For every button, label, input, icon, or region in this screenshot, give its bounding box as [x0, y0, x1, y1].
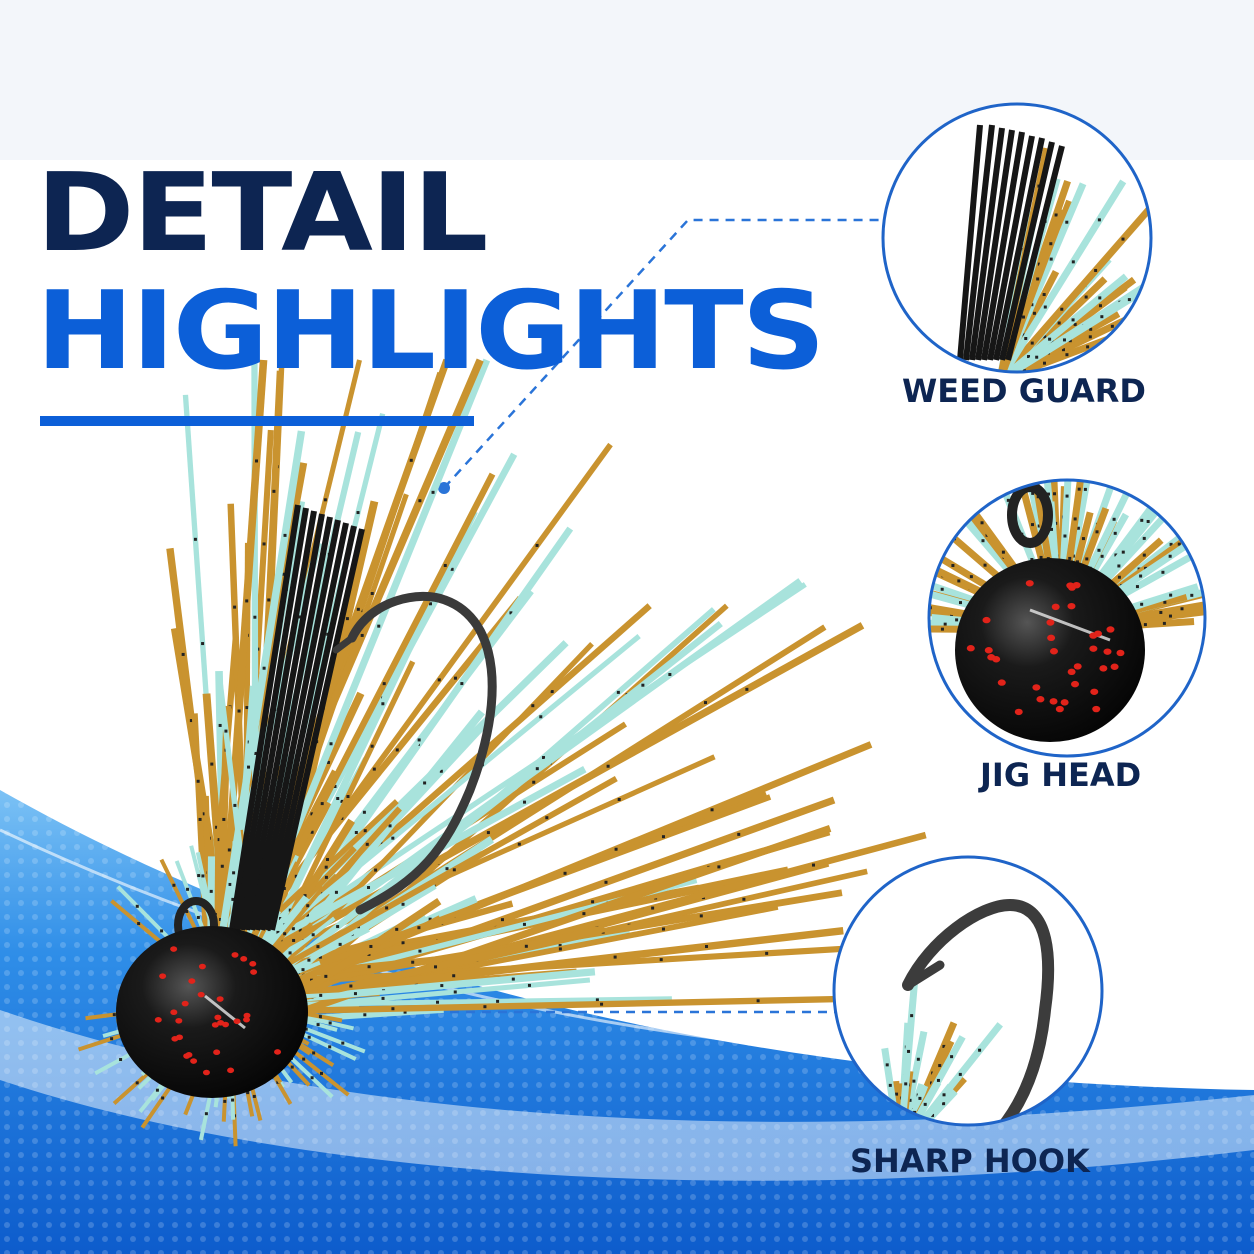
- hook-point: [332, 634, 356, 654]
- heading-line-2: HIGHLIGHTS: [36, 269, 826, 394]
- weed-guard-marker-dot: [438, 482, 450, 494]
- jig-head-inset: [927, 478, 1207, 758]
- sharp-hook-label: SHARP HOOK: [850, 1142, 1090, 1180]
- sharp-hook-inset: [832, 855, 1104, 1127]
- sharp-hook-inset-border: [832, 855, 1104, 1127]
- weed-guard-inset-border: [881, 102, 1153, 374]
- jig-head-ball: [116, 926, 308, 1098]
- jig-head-red-dots: [154, 946, 282, 1076]
- weed-guard-bristles: [229, 504, 365, 931]
- weed-guard-inset: [881, 102, 1153, 374]
- hook-bend: [347, 591, 497, 915]
- heading-line-1: DETAIL: [36, 151, 488, 276]
- weed-guard-connector: [443, 218, 884, 489]
- heading-underline: [40, 416, 474, 426]
- weed-guard-label: WEED GUARD: [902, 372, 1146, 410]
- jig-head-label: JIG HEAD: [980, 756, 1142, 794]
- connector-lines: [290, 218, 884, 1014]
- jig-lure-illustration: [77, 358, 927, 1147]
- jig-head-inset-border: [927, 478, 1207, 758]
